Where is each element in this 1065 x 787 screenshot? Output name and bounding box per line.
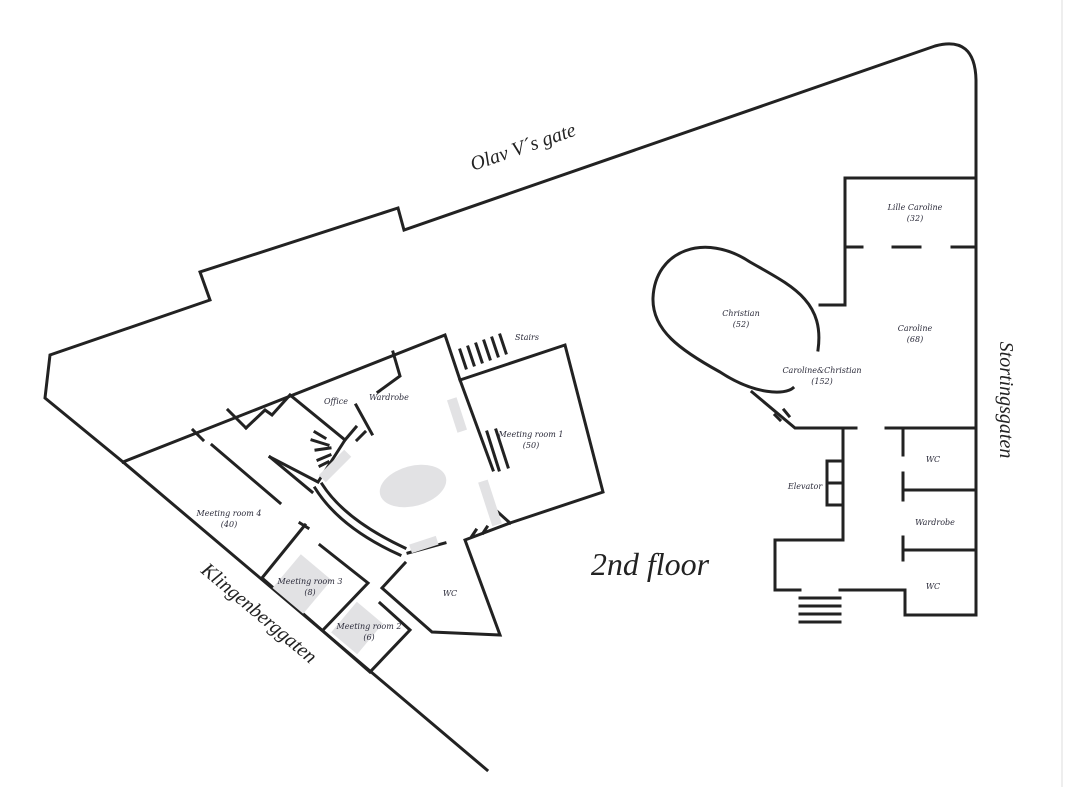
street-label-north: Olav V´s gate <box>467 119 578 176</box>
room-lille-caroline-capacity: (32) <box>907 214 923 223</box>
room-caroline-capacity: (68) <box>907 335 923 344</box>
room-meeting-1: Meeting room 1 <box>498 430 564 439</box>
room-meeting-2-capacity: (6) <box>363 633 374 642</box>
room-caroline-christian: Caroline&Christian <box>782 366 861 375</box>
room-caroline-christian-capacity: (152) <box>811 377 833 386</box>
room-wc-left: WC <box>443 589 457 598</box>
room-caroline: Caroline <box>898 324 933 333</box>
left-wing-walls <box>121 333 605 675</box>
furniture <box>272 397 502 655</box>
outer-wall <box>43 42 978 773</box>
room-stairs: Stairs <box>515 333 539 342</box>
room-wardrobe-right: Wardrobe <box>915 518 955 527</box>
floor-title: 2nd floor <box>591 546 710 582</box>
elevator-label: Elevator <box>787 482 823 491</box>
street-label-east: Stortingsgaten <box>995 342 1017 459</box>
room-wardrobe: Wardrobe <box>369 393 409 402</box>
room-meeting-1-capacity: (50) <box>523 441 539 450</box>
room-meeting-2: Meeting room 2 <box>336 622 402 631</box>
room-meeting-4-capacity: (40) <box>221 520 237 529</box>
room-christian-capacity: (52) <box>733 320 749 329</box>
room-lille-caroline: Lille Caroline <box>887 203 943 212</box>
room-office: Office <box>324 397 348 406</box>
room-wc-right-1: WC <box>926 455 940 464</box>
room-meeting-3-capacity: (8) <box>304 588 315 597</box>
room-meeting-4: Meeting room 4 <box>196 509 262 518</box>
room-meeting-3: Meeting room 3 <box>277 577 343 586</box>
room-christian: Christian <box>722 309 759 318</box>
room-wc-right-2: WC <box>926 582 940 591</box>
right-wing-walls <box>651 176 977 624</box>
